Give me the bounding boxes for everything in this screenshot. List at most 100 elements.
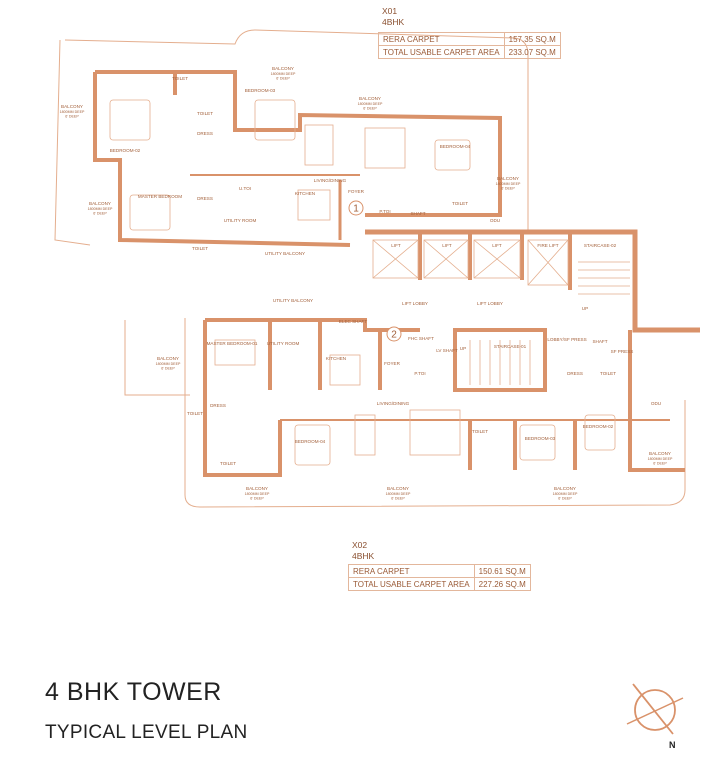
room-label-bedroom-03: BEDROOM-03 [245,88,276,93]
room-label-lv-shaft: LV SHAFT [436,348,458,353]
balcony-depth-label: 1800MM DEEP [358,102,383,106]
area-label: RERA CARPET [378,32,505,46]
room-label-toilet: TOILET [472,429,488,434]
unit-marker-number: 1 [353,204,359,215]
room-label-up: UP [582,306,588,311]
page-title: 4 BHK TOWER [45,678,222,706]
room-label-utility-room: UTILITY ROOM [267,341,300,346]
room-label-utility-balcony: UTILITY BALCONY [265,251,305,256]
room-label-balcony: BALCONY [246,486,268,491]
room-label-staircase-02: STAIRCASE-02 [584,243,617,248]
room-label-shaft: SHAFT [410,211,425,216]
compass-north-label: N [669,740,676,750]
room-label-lift-lobby: LIFT LOBBY [402,301,428,306]
room-label-lift: LIFT [492,243,502,248]
room-label-kitchen: KITCHEN [326,356,346,361]
balcony-depth-label: 1800MM DEEP [271,72,296,76]
room-label-lift: LIFT [442,243,452,248]
room-label-utility-room: UTILITY ROOM [224,218,257,223]
room-label-shaft: SHAFT [592,339,607,344]
room-label-bedroom-03: BEDROOM-03 [525,436,556,441]
room-label-living-dining: LIVING/DINING [377,401,410,406]
unit-marker-number: 2 [391,330,397,341]
balcony-depth-label: 1800MM DEEP [386,492,411,496]
room-label-foyer: FOYER [348,189,365,194]
balcony-depth-label: 6' DEEP [391,497,405,501]
room-label-odu: ODU [651,401,661,406]
room-label-balcony: BALCONY [89,201,111,206]
room-label-dress: DRESS [197,131,213,136]
compass: N [626,683,684,750]
room-label-fire-lift: FIRE LIFT [537,243,558,248]
room-label-balcony: BALCONY [554,486,576,491]
unit-x02-header: X02 4BHK [352,540,374,562]
room-label-toilet: TOILET [452,201,468,206]
balcony-depth-label: 6' DEEP [250,497,264,501]
unit-type: 4BHK [352,551,375,561]
balcony-depth-label: 1800MM DEEP [553,492,578,496]
balcony-depth-label: 6' DEEP [276,77,290,81]
room-label-balcony: BALCONY [61,104,83,109]
area-value: 150.61 SQ.M [473,564,531,578]
room-label-balcony: BALCONY [497,176,519,181]
room-label-fhc-shaft: FHC SHAFT [408,336,434,341]
room-label-balcony: BALCONY [387,486,409,491]
compass-circle [634,689,676,731]
balcony-depth-label: 1800MM DEEP [60,110,85,114]
balcony-depth-label: 6' DEEP [161,367,175,371]
room-label-bedroom-02: BEDROOM-02 [110,148,141,153]
balcony-depth-label: 1800MM DEEP [648,457,673,461]
room-label-balcony: BALCONY [359,96,381,101]
balcony-depth-label: 6' DEEP [653,462,667,466]
room-label-bedroom-04: BEDROOM-04 [295,439,326,444]
room-label-toilet: TOILET [187,411,203,416]
room-label-balcony: BALCONY [157,356,179,361]
area-label: RERA CARPET [348,564,475,578]
balcony-depth-label: 1800MM DEEP [496,182,521,186]
room-label-bedroom-02: BEDROOM-02 [583,424,614,429]
room-label-toilet: TOILET [197,111,213,116]
unit-marker-circle [386,326,402,342]
balcony-depth-label: 6' DEEP [93,212,107,216]
balcony-depth-label: 1800MM DEEP [156,362,181,366]
room-label-up: UP [460,346,466,351]
room-label-toilet: TOILET [172,76,188,81]
balcony-depth-label: 1800MM DEEP [88,207,113,211]
unit-marker-circle [348,200,364,216]
compass-needle [632,683,674,735]
area-label: TOTAL USABLE CARPET AREA [348,577,475,591]
unit-code: X01 [382,6,398,16]
balcony-depth-label: 6' DEEP [501,187,515,191]
balcony-depth-label: 6' DEEP [363,107,377,111]
room-label-kitchen: KITCHEN [295,191,315,196]
room-label-lift: LIFT [391,243,401,248]
room-label-p-toi: P.TOI [414,371,425,376]
page-subtitle: TYPICAL LEVEL PLAN [45,722,248,743]
room-label-dress: DRESS [210,403,226,408]
unit-markers: 12 [348,200,402,342]
room-label-living-dining: LIVING/DINING [314,178,347,183]
area-label: TOTAL USABLE CARPET AREA [378,45,505,59]
room-label-balcony: BALCONY [272,66,294,71]
room-label-balcony: BALCONY [649,451,671,456]
area-value: 157.35 SQ.M [503,32,561,46]
compass-cross [626,697,684,725]
room-label-dress: DRESS [197,196,213,201]
lift-shafts [372,239,630,385]
room-label-elec-shaft: ELEC SHAFT [339,319,368,324]
room-label-bedroom-04: BEDROOM-04 [440,144,471,149]
balcony-depth-label: 6' DEEP [558,497,572,501]
room-label-master-bedroom: MASTER BEDROOM [138,194,182,199]
room-label-lobby-sf-press: LOBBY/SF PRESS [547,337,586,342]
room-label-odu: ODU [490,218,500,223]
balcony-depth-label: 6' DEEP [65,115,79,119]
room-label-staircase-01: STAIRCASE-01 [494,344,527,349]
